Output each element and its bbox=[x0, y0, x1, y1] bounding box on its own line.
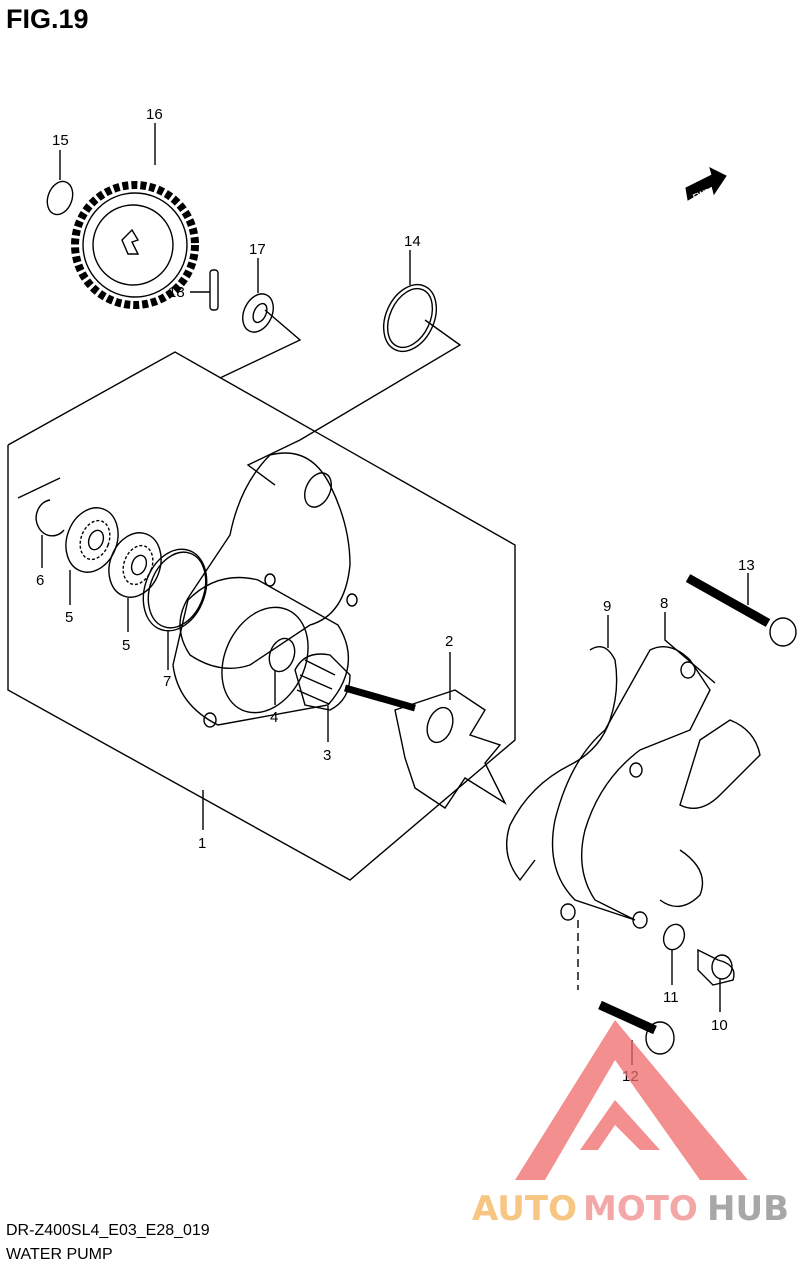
callout-16: 16 bbox=[146, 106, 163, 123]
bearing-5a bbox=[65, 507, 119, 573]
callout-4: 4 bbox=[270, 709, 278, 726]
callout-6: 6 bbox=[36, 572, 44, 589]
watermark-triangle-icon bbox=[515, 1020, 748, 1180]
figure-code: DR-Z400SL4_E03_E28_019 bbox=[6, 1222, 210, 1239]
circlip-15 bbox=[46, 180, 74, 216]
mechanical-seal-3 bbox=[294, 653, 351, 711]
callout-13: 13 bbox=[738, 557, 755, 574]
callout-10: 10 bbox=[711, 1017, 728, 1034]
callout-7: 7 bbox=[163, 673, 171, 690]
assembly-frame bbox=[7, 351, 516, 881]
callout-2: 2 bbox=[445, 633, 453, 650]
bolt-10 bbox=[697, 948, 735, 986]
o-ring-14 bbox=[382, 283, 438, 353]
fwd-arrow-icon: FWD bbox=[685, 167, 727, 202]
watermark-logo: AUTO MOTO HUB bbox=[472, 1020, 789, 1229]
washer-11 bbox=[662, 923, 686, 951]
callout-9: 9 bbox=[603, 598, 611, 615]
washer-17 bbox=[242, 293, 274, 333]
callout-14: 14 bbox=[404, 233, 421, 250]
callout-15: 15 bbox=[52, 132, 69, 149]
leader-14 bbox=[246, 319, 462, 486]
pump-body-case bbox=[172, 452, 358, 728]
watermark-auto: AUTO bbox=[472, 1189, 577, 1229]
callout-3: 3 bbox=[323, 747, 331, 764]
callout-8: 8 bbox=[660, 595, 668, 612]
callout-5b: 5 bbox=[122, 637, 130, 654]
callout-11: 11 bbox=[663, 989, 679, 1006]
watermark-hub: HUB bbox=[707, 1189, 789, 1229]
pin-18 bbox=[209, 269, 219, 311]
pump-drive-gear-16 bbox=[71, 181, 199, 309]
pump-cover-8 bbox=[551, 646, 761, 929]
callout-1: 1 bbox=[198, 835, 206, 852]
oil-seal-4 bbox=[268, 637, 296, 673]
gasket-9 bbox=[506, 646, 618, 882]
o-ring-7 bbox=[142, 548, 208, 632]
impeller-2 bbox=[344, 684, 507, 809]
figure-title: FIG.19 bbox=[6, 4, 89, 34]
figure-name: WATER PUMP bbox=[6, 1246, 113, 1263]
callout-18: 18 bbox=[168, 284, 185, 301]
watermark-moto: MOTO bbox=[583, 1189, 698, 1229]
bolt-13 bbox=[685, 574, 797, 647]
leader-8 bbox=[664, 612, 716, 684]
callout-5a: 5 bbox=[65, 609, 73, 626]
leader-6 bbox=[17, 477, 61, 499]
bolt-12 bbox=[598, 1000, 675, 1055]
callout-17: 17 bbox=[249, 241, 266, 258]
circlip-6 bbox=[35, 499, 65, 537]
bearing-5b bbox=[108, 532, 162, 598]
leader-17 bbox=[219, 309, 302, 379]
